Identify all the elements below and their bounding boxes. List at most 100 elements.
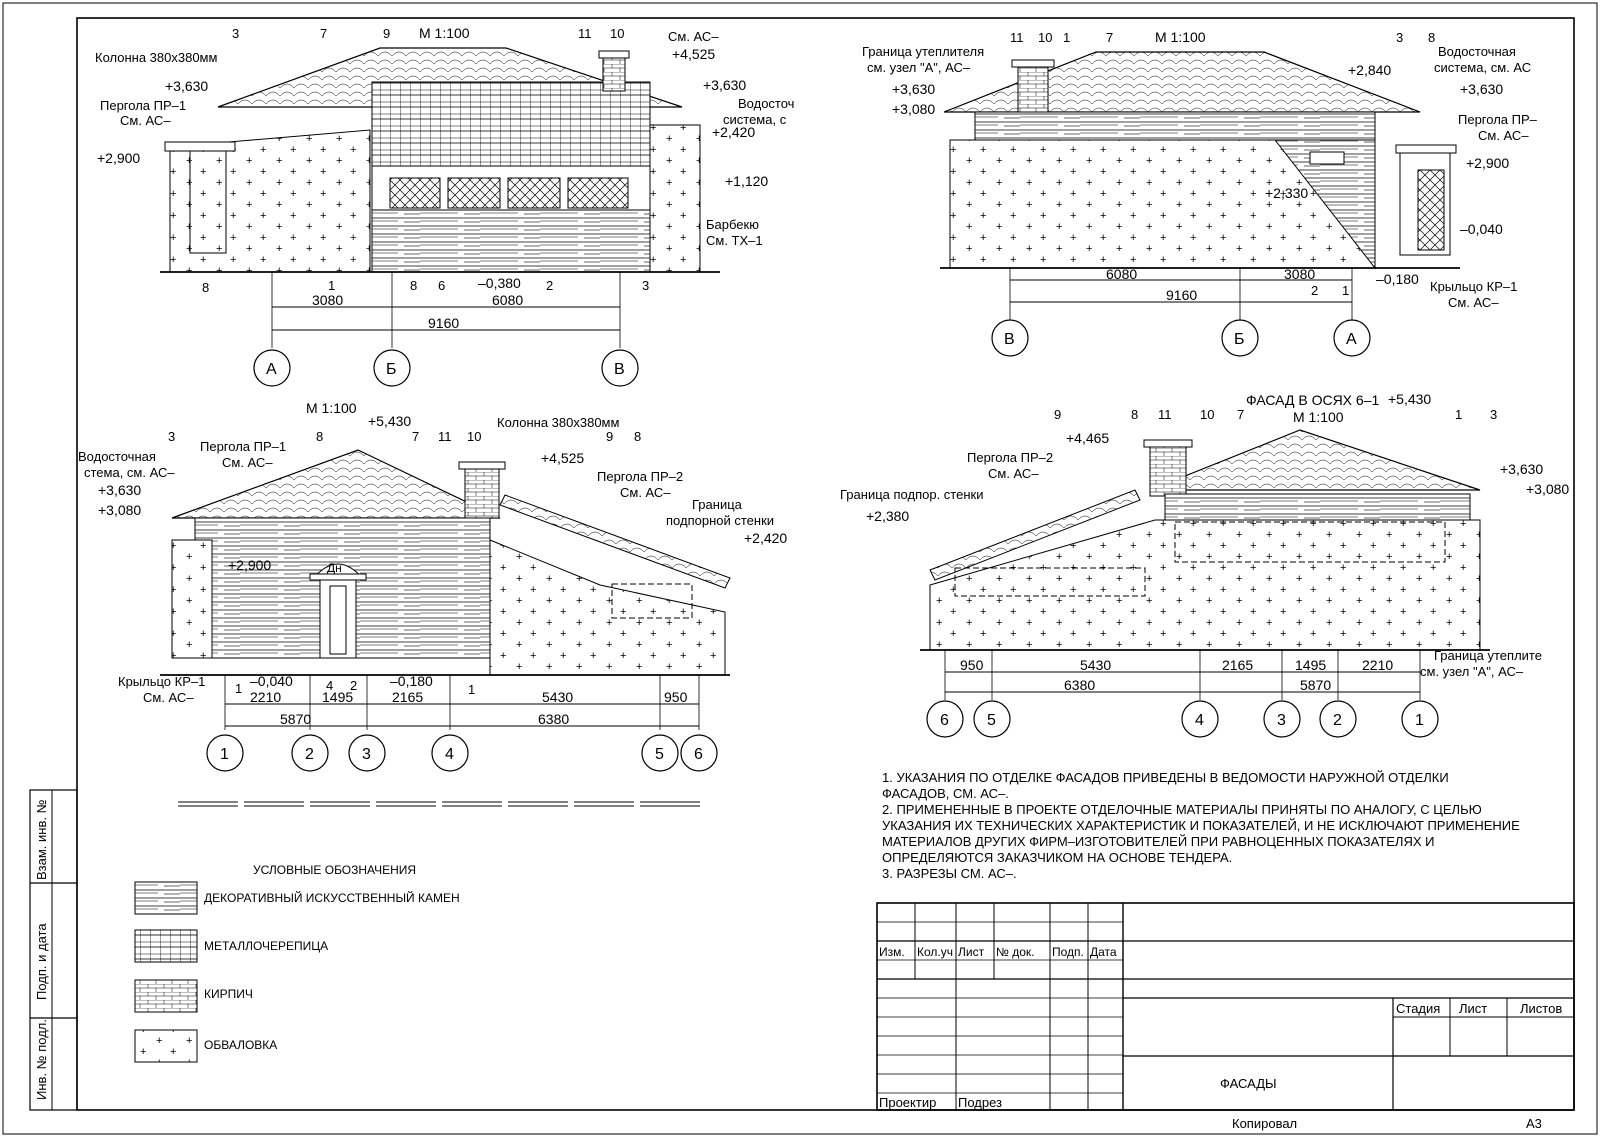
facade4-title: ФАСАД В ОСЯХ 6–1: [1246, 392, 1379, 408]
facade1-callout: 9: [383, 26, 390, 41]
tb-col-label: Дата: [1090, 945, 1117, 959]
facade-4: ФАСАД В ОСЯХ 6–1 М 1:100 Пергола ПР–2 См…: [840, 391, 1569, 738]
facade2-axis: В: [1004, 331, 1015, 348]
facade2-callout: 3: [1396, 30, 1403, 45]
inner-frame: [76, 17, 1575, 1111]
facade1-gutter-label: Водосточ: [738, 96, 794, 111]
facade3-callout: 8: [634, 429, 641, 444]
facade4-scale: М 1:100: [1293, 409, 1344, 425]
tb-col-label: Кол.уч: [917, 945, 953, 959]
note-line: ФАСАДОВ, СМ. АС–.: [882, 786, 1009, 801]
facade3-dim: 2210: [250, 689, 281, 705]
note-line: 3. РАЗРЕЗЫ СМ. АС–.: [882, 866, 1017, 881]
facade1-callout: 1: [328, 278, 335, 293]
facade3-callout: 8: [316, 429, 323, 444]
facade4-dim: 2165: [1222, 657, 1253, 673]
facade3-axis: 4: [445, 746, 454, 763]
facade1-axis: В: [614, 361, 625, 378]
facade1-column-label: Колонна 380х380мм: [95, 50, 217, 65]
facade1-gutter2-label: система, с: [723, 112, 787, 127]
facade4-axis: 5: [987, 712, 996, 729]
facade2-level: +2,330: [1265, 185, 1308, 201]
facade1-level: +3,630: [165, 78, 208, 94]
facade1-dim: 3080: [312, 292, 343, 308]
tb-col-label: Лист: [958, 945, 985, 959]
tb-designed-name: Подрез: [958, 1095, 1002, 1110]
stamp-sign-date: Подп. и дата: [34, 923, 49, 1000]
facade2-level: +3,630: [892, 81, 935, 97]
facade3-porch-label: Крыльцо КР–1: [118, 674, 205, 689]
facade1-bbq-label: Барбекю: [706, 217, 759, 232]
facade4-callout: 1: [1455, 407, 1462, 422]
facade4-dim: 950: [960, 657, 984, 673]
facade1-callout: 11: [578, 26, 592, 41]
facade-2: М 1:100 Граница утеплителя см. узел "А",…: [862, 29, 1538, 357]
facade2-callout: 7: [1106, 30, 1113, 45]
facade-3: М 1:100 Водосточная стема, см. АС– Перго…: [78, 400, 787, 807]
facade1-level: +3,630: [703, 77, 746, 93]
facade1-bbq-ref: См. ТХ–1: [706, 233, 763, 248]
facade1-level: –0,380: [478, 275, 521, 291]
facade3-wall2-label: подпорной стенки: [666, 513, 774, 528]
facade1-level: +4,525: [672, 46, 715, 62]
facade4-level: +4,465: [1066, 430, 1109, 446]
facade3-level: –0,180: [390, 673, 433, 689]
facade3-axis: 6: [694, 746, 703, 763]
facade3-door-label: Дн: [327, 561, 342, 575]
legend-swatch-backfill: [134, 1029, 198, 1063]
facade3-level: +4,525: [541, 450, 584, 466]
facade1-scale: М 1:100: [419, 25, 470, 41]
legend: УСЛОВНЫЕ ОБОЗНАЧЕНИЯ ДЕКОРАТИВНЫЙ ИСКУСС…: [134, 863, 460, 1063]
facade3-callout: 7: [412, 429, 419, 444]
facade3-pergola2-label: Пергола ПР–2: [597, 469, 683, 484]
facade3-dim: 6380: [538, 711, 569, 727]
facade2-level: +3,630: [1460, 81, 1503, 97]
facade1-callout: 8: [410, 278, 417, 293]
facade4-callout: 7: [1237, 407, 1244, 422]
legend-label: КИРПИЧ: [204, 987, 253, 1001]
facade3-axis: 3: [362, 746, 371, 763]
facade1-callout: 8: [202, 280, 209, 295]
facade2-axis: А: [1346, 331, 1357, 348]
facade1-level: +2,420: [712, 124, 755, 140]
facade2-porch-ref: См. АС–: [1448, 295, 1499, 310]
facade3-level: +2,900: [228, 557, 271, 573]
tb-col-label: Изм.: [879, 945, 905, 959]
facade4-dim: 5870: [1300, 677, 1331, 693]
facade3-dim: 5430: [542, 689, 573, 705]
facade3-column-label: Колонна 380х380мм: [497, 415, 619, 430]
legend-title: УСЛОВНЫЕ ОБОЗНАЧЕНИЯ: [253, 863, 416, 877]
facade3-callout: 3: [168, 429, 175, 444]
facade2-level: –0,040: [1460, 221, 1503, 237]
facade4-callout: 10: [1200, 407, 1214, 422]
facade4-see-ac-label: См. АС–: [988, 466, 1039, 481]
facade2-callout: 2: [1311, 283, 1318, 298]
legend-swatch-stone: [134, 881, 198, 915]
facade3-callout: 2: [350, 678, 357, 693]
facade1-callout: 2: [546, 278, 553, 293]
facade1-callout: 7: [320, 26, 327, 41]
facade3-callout: 4: [326, 678, 333, 693]
facade1-dim: 9160: [428, 315, 459, 331]
copied-label: Копировал: [1232, 1116, 1297, 1131]
tb-col-label: № док.: [996, 945, 1034, 959]
tb-drawing-title: ФАСАДЫ: [1220, 1076, 1277, 1091]
facade4-axis: 3: [1277, 712, 1286, 729]
facade2-scale: М 1:100: [1155, 29, 1206, 45]
facade4-callout: 11: [1158, 407, 1172, 422]
facade2-gutter-label: Водосточная: [1438, 44, 1516, 59]
facade4-pergola-label: Пергола ПР–2: [967, 450, 1053, 465]
facade4-callout: 9: [1054, 407, 1061, 422]
facade2-see-ac-label: См. АС–: [1478, 128, 1529, 143]
facade4-callout: 8: [1131, 407, 1138, 422]
legend-swatch-metal-tile: [134, 929, 198, 963]
facade1-axis: А: [266, 361, 277, 378]
facade4-dim: 1495: [1295, 657, 1326, 673]
facade-1: М 1:100 Колонна 380х380мм Пергола ПР–1 С…: [95, 25, 794, 387]
facade4-callout: 3: [1490, 407, 1497, 422]
legend-label: МЕТАЛЛОЧЕРЕПИЦА: [204, 939, 328, 953]
facade1-see-ac2-label: См. АС–: [668, 29, 719, 44]
facade2-dim: 3080: [1284, 266, 1315, 282]
facade1-dim: 6080: [492, 292, 523, 308]
